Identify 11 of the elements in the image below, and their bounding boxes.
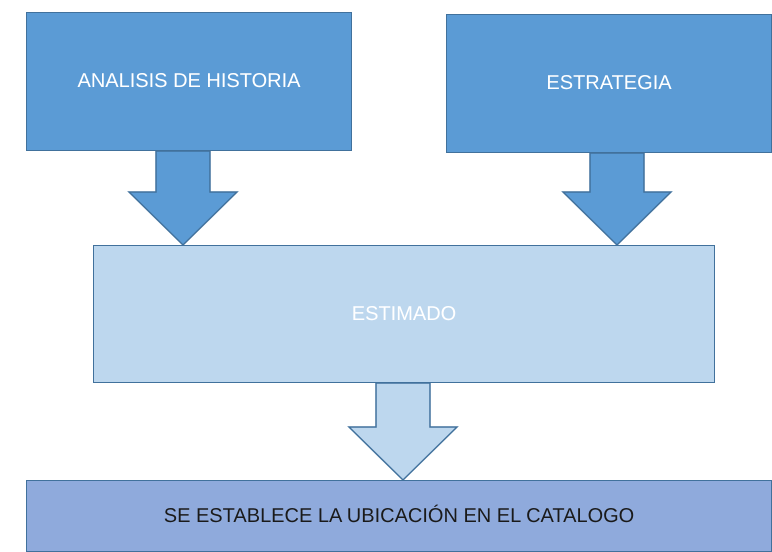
- process-box: [26, 12, 352, 151]
- process-box: [446, 14, 772, 153]
- block-arrow: [347, 382, 459, 482]
- process-box: [26, 480, 772, 552]
- box-label: ESTRATEGIA: [545, 72, 673, 95]
- process-box: [93, 245, 715, 383]
- box-label: SE ESTABLECE LA UBICACIÓN EN EL CATALOGO: [162, 504, 636, 528]
- box-label: ANALISIS DE HISTORIA: [76, 70, 302, 93]
- box-label: ESTIMADO: [350, 302, 458, 326]
- block-arrow: [561, 152, 673, 246]
- block-arrow: [127, 150, 239, 246]
